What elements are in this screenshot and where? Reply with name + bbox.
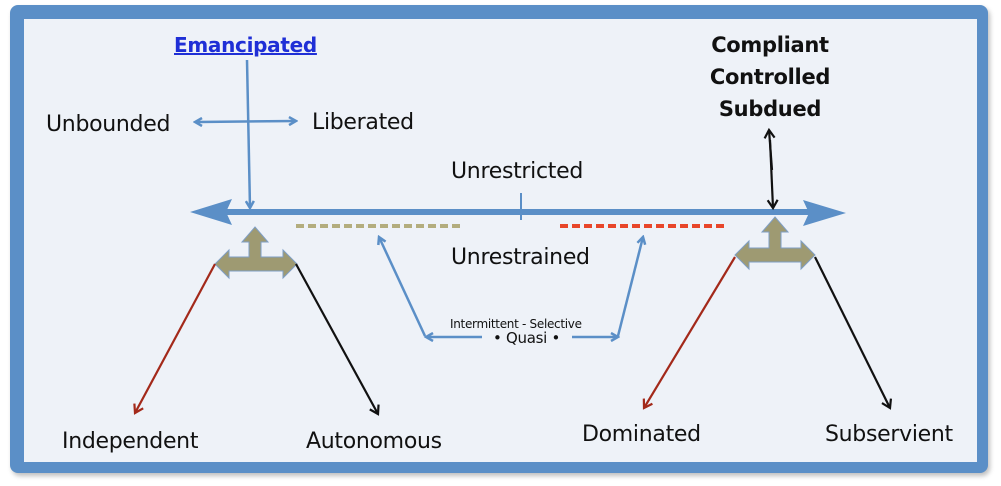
main-axis-arrow [190, 199, 846, 226]
axis-left-arrowhead [190, 199, 232, 225]
right-bracket-arrow [572, 237, 643, 337]
subservient-arrow [814, 256, 893, 410]
emancipated-link[interactable]: Emancipated [174, 33, 317, 57]
left-bracket-arrow [379, 237, 482, 337]
compliant-down-arrow [766, 139, 779, 211]
liberated-label: Liberated [312, 110, 414, 135]
subdued-label: Subdued [718, 97, 822, 121]
quasi-label: • Quasi • [493, 329, 561, 347]
subservient-label: Subservient [825, 422, 953, 447]
compliant-stack: Compliant Controlled Subdued [705, 29, 835, 125]
controlled-label: Controlled [709, 65, 831, 89]
dominated-arrow [642, 256, 736, 410]
diagram-panel [24, 19, 977, 462]
unbounded-label: Unbounded [46, 112, 171, 137]
right-khaki-t-arrow [734, 216, 816, 271]
autonomous-label: Autonomous [306, 429, 442, 454]
left-khaki-t-arrow [214, 226, 298, 280]
axis-right-arrowhead [803, 200, 846, 226]
independent-label: Independent [62, 429, 199, 454]
independent-arrow [133, 263, 216, 415]
intermittent-selective-label: Intermittent - Selective [450, 317, 582, 331]
emancipated-down-arrow [247, 59, 250, 208]
compliant-label: Compliant [711, 33, 829, 57]
autonomous-arrow [295, 263, 380, 416]
liberated-arrow [197, 121, 296, 122]
unrestrained-label: Unrestrained [451, 245, 590, 270]
dominated-label: Dominated [582, 422, 701, 447]
unrestricted-label: Unrestricted [451, 159, 584, 184]
